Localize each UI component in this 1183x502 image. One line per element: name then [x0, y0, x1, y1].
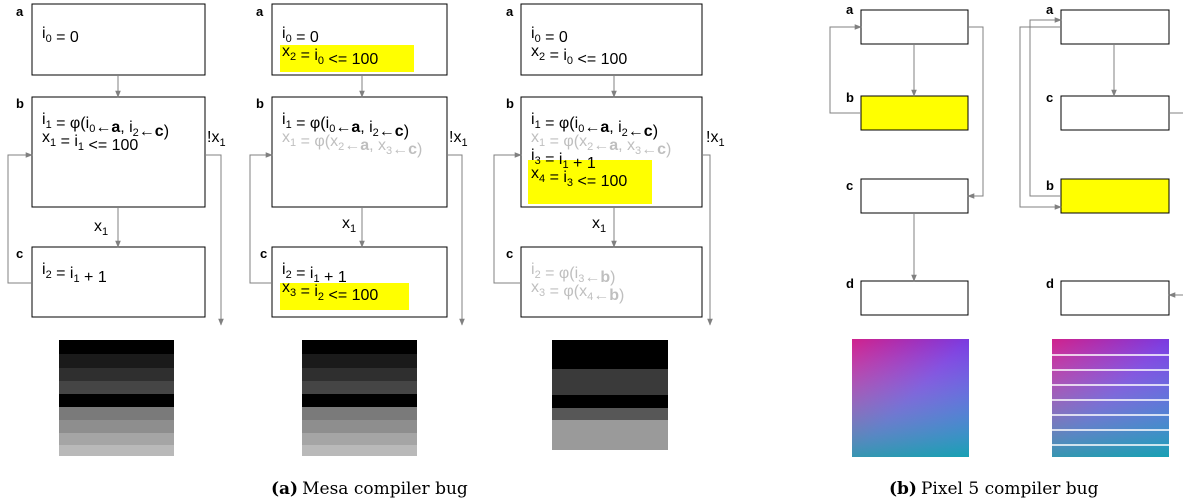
code-line: i1 = φ(i0←a, i2←c) — [42, 111, 169, 140]
g2-b-code: i1 = φ(i0←a, i2←c)x1 = φ(x2←a, x3←c) — [282, 111, 422, 158]
mesa-graph-1: a b c i0 = 0 i1 = φ(i0←a, i2←c)x1 = i1 <… — [7, 3, 226, 326]
caption-b: (b)Pixel 5 compiler bug — [889, 479, 1099, 499]
g3-label-c: c — [506, 246, 513, 261]
code-line: i0 = 0 — [42, 25, 79, 46]
mesa-output-image-2 — [302, 340, 417, 456]
g3-label-a: a — [506, 4, 514, 19]
code-line: x4 = i3 <= 100 — [531, 165, 627, 190]
code-line: x3 = i2 <= 100 — [282, 279, 378, 304]
g3-c-code: i2 = φ(i3←b)x3 = φ(x4←b) — [531, 261, 624, 304]
code-line: i2 = i1 + 1 — [282, 261, 347, 286]
g1-edge-x1: x1 — [94, 218, 108, 238]
g2-edge-not-x1: !x1 — [449, 129, 468, 149]
g1-edge-not-x1: !x1 — [207, 129, 226, 149]
p1-block-b-highlight — [860, 95, 969, 131]
g1-c-code: i2 = i1 + 1 — [42, 261, 107, 286]
g2-label-c: c — [260, 246, 267, 261]
g1-a-code: i0 = 0 — [42, 25, 79, 46]
g3-highlight-new — [528, 160, 652, 204]
g2-label-b: b — [256, 96, 264, 111]
g3-label-b: b — [506, 96, 514, 111]
mesa-output-image-3 — [552, 340, 668, 450]
p2-label-d: d — [1046, 276, 1054, 291]
p2-label-b: b — [1046, 178, 1054, 193]
code-line: i2 = i1 + 1 — [42, 261, 107, 286]
code-line: x1 = φ(x2←a, x3←c) — [282, 129, 422, 158]
g3-edge-not-x1: !x1 — [706, 129, 725, 149]
p1-label-b: b — [846, 90, 854, 105]
g2-edge-x1: x1 — [342, 215, 356, 235]
p2-label-c: c — [1046, 90, 1053, 105]
pixel5-output-image-2 — [1052, 339, 1169, 457]
code-line: x2 = i0 <= 100 — [531, 43, 627, 68]
g2-highlight-x3 — [280, 283, 409, 310]
mesa-output-image-1 — [59, 340, 174, 456]
code-line: i3 = i1 + 1 — [531, 147, 596, 172]
code-line: i1 = φ(i0←a, i2←c) — [282, 111, 409, 140]
p2-block-b-highlight — [1060, 178, 1170, 214]
g2-highlight-x2 — [280, 45, 414, 72]
pixel5-output-image-1 — [852, 339, 969, 457]
code-line: x1 = φ(x2←a, x3←c) — [531, 129, 671, 158]
g1-block-b — [31, 96, 206, 208]
g2-label-a: a — [256, 4, 264, 19]
g2-a-code: i0 = 0x2 = i0 <= 100 — [282, 25, 378, 68]
code-line: x1 = i1 <= 100 — [42, 129, 138, 154]
p1-label-c: c — [846, 178, 853, 193]
g3-a-code: i0 = 0x2 = i0 <= 100 — [531, 25, 627, 68]
g1-label-b: b — [16, 96, 24, 111]
g2-c-code: i2 = i1 + 1x3 = i2 <= 100 — [282, 261, 378, 304]
code-line: i2 = φ(i3←b) — [531, 261, 615, 286]
code-line: i0 = 0 — [531, 25, 568, 46]
code-line: x2 = i0 <= 100 — [282, 43, 378, 68]
g1-block-c — [31, 246, 206, 318]
g1-label-c: c — [16, 246, 23, 261]
p1-label-a: a — [846, 2, 854, 17]
pixel5-graph-2: a c b d — [1019, 2, 1183, 316]
g3-b-code: i1 = φ(i0←a, i2←c)x1 = φ(x2←a, x3←c)i3 =… — [531, 111, 671, 190]
code-line: x3 = φ(x4←b) — [531, 279, 624, 304]
pixel5-graph-1: a b c d — [829, 2, 984, 316]
code-line: i0 = 0 — [282, 25, 319, 46]
g1-b-code: i1 = φ(i0←a, i2←c)x1 = i1 <= 100 — [42, 111, 169, 154]
g1-block-a — [31, 3, 206, 76]
p2-label-a: a — [1046, 2, 1054, 17]
mesa-graph-2: a b c i0 = 0x2 = i0 <= 100 i1 = φ(i0←a, … — [249, 3, 468, 326]
mesa-graph-3: a b c i0 = 0x2 = i0 <= 100 i1 = φ(i0←a, … — [493, 3, 725, 326]
caption-a: (a)Mesa compiler bug — [271, 479, 468, 499]
p1-label-d: d — [846, 276, 854, 291]
g1-label-a: a — [16, 4, 24, 19]
g3-edge-x1: x1 — [592, 215, 606, 235]
code-line: i1 = φ(i0←a, i2←c) — [531, 111, 658, 140]
